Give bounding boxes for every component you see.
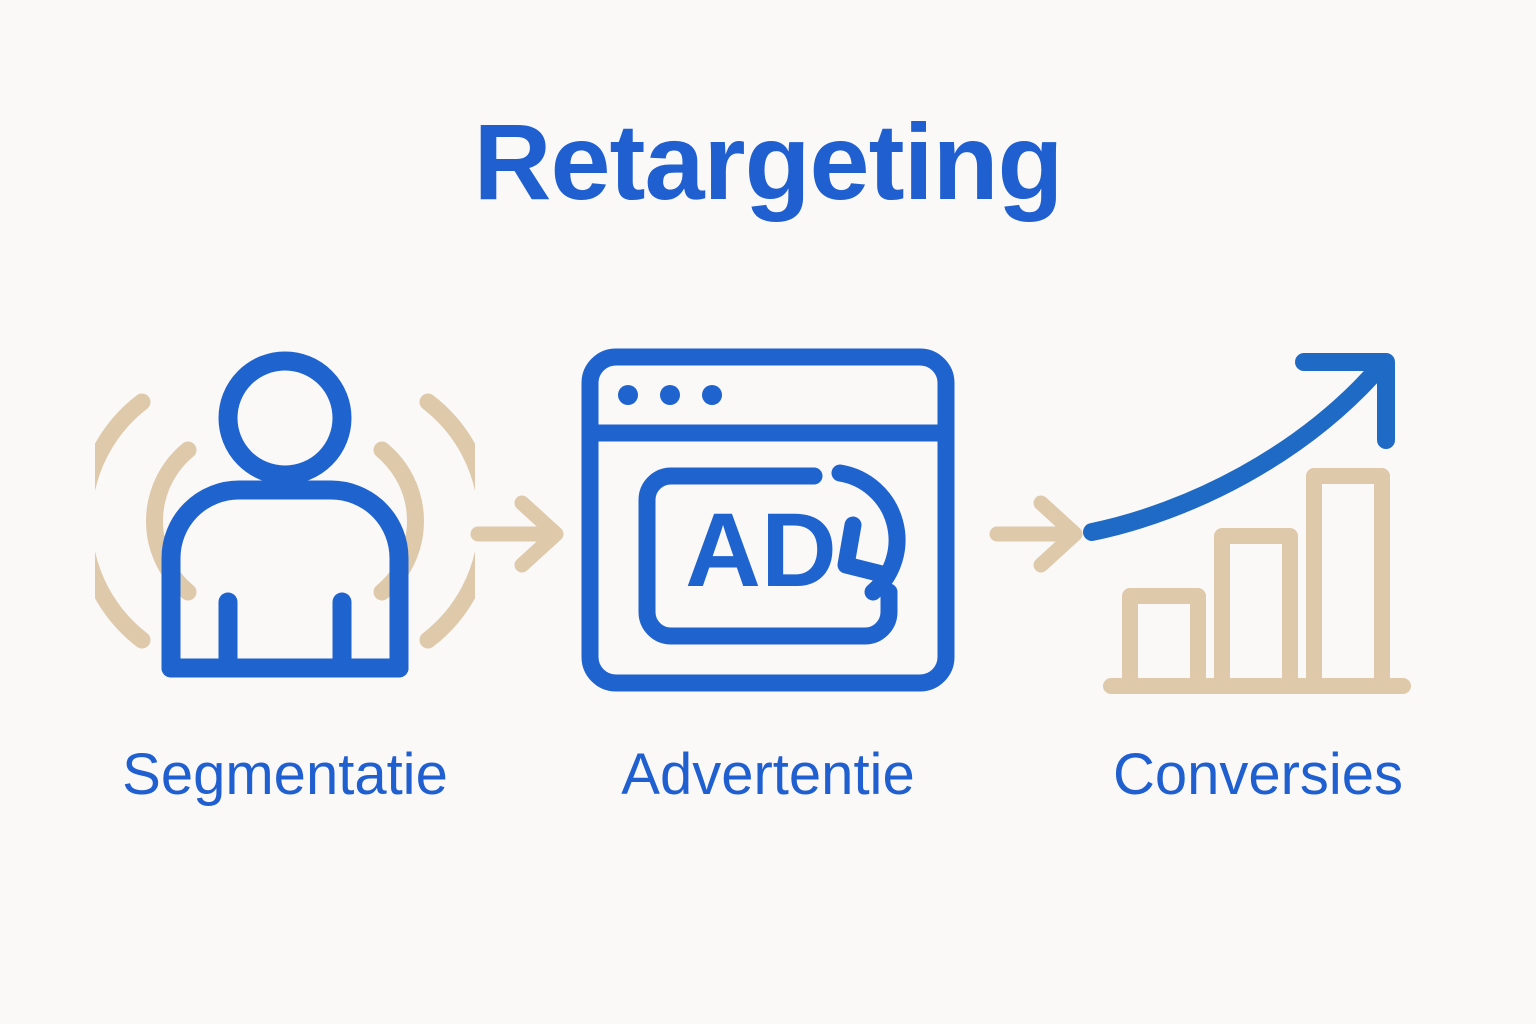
stage-label-segmentatie: Segmentatie: [122, 742, 448, 807]
arrow-right-icon: [985, 484, 1095, 584]
growth-arrow: [1083, 353, 1395, 541]
growth-bar-chart-icon: [1068, 340, 1448, 700]
arrow-right-icon: [466, 484, 576, 584]
browser-dots: [618, 385, 722, 405]
stage-segmentatie: Segmentatie: [95, 340, 475, 820]
stage-advertentie: AD Advertentie: [578, 340, 958, 820]
stage-label-advertentie: Advertentie: [621, 742, 915, 807]
ad-label: AD: [685, 492, 837, 609]
person-signal-icon: [95, 340, 475, 700]
browser-ad-retarget-icon: AD: [578, 340, 958, 700]
stage-label-conversies: Conversies: [1112, 742, 1404, 807]
page-title: Retargeting: [473, 101, 1063, 222]
stage-conversies: Conversies: [1068, 340, 1448, 820]
chart-bars: [1103, 468, 1411, 694]
